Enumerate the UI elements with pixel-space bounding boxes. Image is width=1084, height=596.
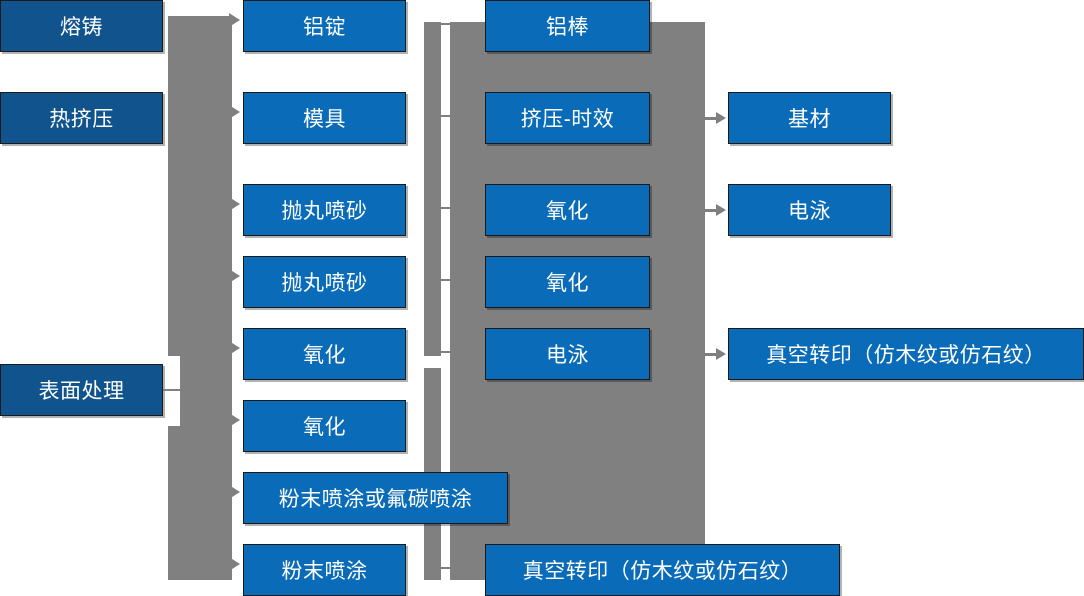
process-label: 模具 [303, 108, 346, 131]
fan-notch-top [70, 66, 86, 75]
stage-label: 熔铸 [60, 16, 103, 39]
surface-link-stub [163, 389, 188, 391]
fan-tip-1 [229, 13, 240, 27]
rail-line-6 [433, 567, 455, 569]
process-label: 粉末喷涂或氟碳喷涂 [278, 488, 473, 511]
process-label: 氧化 [546, 200, 589, 223]
process-box-oxidation-4[interactable]: 氧化 [485, 256, 650, 308]
rail-line-1 [433, 23, 455, 25]
stage-box-surface-treatment[interactable]: 表面处理 [0, 364, 163, 416]
process-box-vacuum-transfer-printing-1[interactable]: 真空转印（仿木纹或仿石纹） [485, 544, 840, 596]
process-label: 电泳 [546, 344, 589, 367]
arrow-shaft [705, 117, 717, 120]
stage-label: 热挤压 [49, 108, 114, 131]
fan-cutout [163, 356, 180, 426]
arrow-head-icon [716, 348, 726, 360]
arrow-to-electrophoresis [705, 204, 727, 216]
process-box-mold[interactable]: 模具 [243, 92, 406, 144]
arrow-head-icon [716, 204, 726, 216]
process-label: 粉末喷涂 [281, 560, 368, 583]
process-label: 氧化 [303, 416, 346, 439]
output-label: 基材 [788, 108, 831, 131]
process-label: 铝棒 [546, 16, 589, 39]
fan-tip-7 [229, 485, 240, 499]
rail-vertical-bar-upper [424, 22, 441, 356]
output-label: 电泳 [788, 200, 831, 223]
process-box-aluminum-rod[interactable]: 铝棒 [485, 0, 650, 52]
stage-label: 表面处理 [38, 380, 125, 403]
process-label: 铝锭 [303, 16, 346, 39]
process-box-powder-coating[interactable]: 粉末喷涂 [243, 544, 406, 596]
fan-connector-lower-stem [180, 356, 232, 580]
process-box-shot-blasting-2[interactable]: 抛丸喷砂 [243, 256, 406, 308]
fan-tip-2 [229, 105, 240, 119]
fan-connector-upper-stem [168, 16, 232, 356]
rail-line-5 [433, 351, 455, 353]
process-label: 挤压-时效 [520, 108, 615, 131]
output-box-substrate[interactable]: 基材 [728, 92, 891, 144]
arrow-to-substrate [705, 112, 727, 124]
arrow-head-icon [716, 112, 726, 124]
process-box-powder-or-fluorocarbon-coating[interactable]: 粉末喷涂或氟碳喷涂 [243, 472, 508, 524]
arrow-to-vacuum-transfer-printing [705, 348, 727, 360]
rail-line-2 [433, 115, 455, 117]
fan-tip-3 [229, 197, 240, 211]
fan-tip-5 [229, 341, 240, 355]
process-label: 氧化 [546, 272, 589, 295]
arrow-shaft [705, 353, 717, 356]
process-box-oxidation-2[interactable]: 氧化 [243, 400, 406, 452]
process-box-extrusion-aging[interactable]: 挤压-时效 [485, 92, 650, 144]
process-label: 氧化 [303, 344, 346, 367]
process-box-oxidation-3[interactable]: 氧化 [485, 184, 650, 236]
process-label: 抛丸喷砂 [281, 272, 368, 295]
fan-tip-8 [229, 557, 240, 571]
process-box-electrophoresis-1[interactable]: 电泳 [485, 328, 650, 380]
arrow-shaft [705, 209, 717, 212]
output-label: 真空转印（仿木纹或仿石纹） [766, 344, 1046, 367]
process-box-oxidation-1[interactable]: 氧化 [243, 328, 406, 380]
rail-line-4 [433, 279, 455, 281]
process-box-aluminum-ingot[interactable]: 铝锭 [243, 0, 406, 52]
process-box-shot-blasting-1[interactable]: 抛丸喷砂 [243, 184, 406, 236]
output-box-electrophoresis[interactable]: 电泳 [728, 184, 891, 236]
fan-notch-mid [70, 336, 86, 345]
process-label: 抛丸喷砂 [281, 200, 368, 223]
stage-box-casting[interactable]: 熔铸 [0, 0, 163, 52]
fan-tip-4 [229, 269, 240, 283]
output-box-vacuum-transfer-printing[interactable]: 真空转印（仿木纹或仿石纹） [728, 328, 1084, 380]
fan-tip-6 [229, 413, 240, 427]
stage-box-hot-extrusion[interactable]: 热挤压 [0, 92, 163, 144]
rail-line-3 [433, 207, 455, 209]
process-label: 真空转印（仿木纹或仿石纹） [522, 560, 803, 583]
